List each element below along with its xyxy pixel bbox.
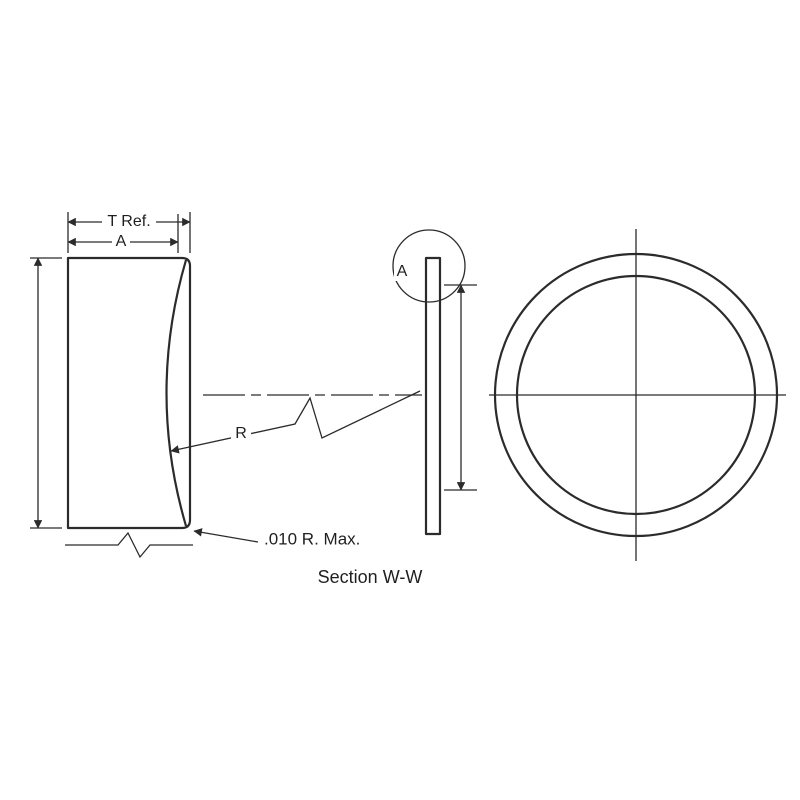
a-label-mask: [112, 233, 130, 251]
concave-surface-arc: [165, 259, 188, 527]
a-dimension-label: A: [116, 233, 127, 250]
outer-circle: [493, 252, 779, 538]
t-ref-label: T Ref.: [107, 213, 150, 230]
corner-radius-note: .010 R. Max.: [264, 529, 360, 548]
detail-a-label: A: [397, 263, 408, 280]
section-view-left: T Ref. A R .010 R. Max.: [30, 212, 421, 559]
detail-callout-circle: [392, 229, 466, 303]
radius-label-mask: [231, 425, 251, 445]
broken-dimension-line: [65, 531, 193, 559]
section-title: Section W-W: [318, 567, 423, 587]
edge-view-rect: [424, 256, 442, 536]
section-outline: [66, 256, 192, 530]
inner-circle: [515, 274, 757, 516]
radius-label: R: [235, 425, 247, 442]
corner-radius-leader: [193, 528, 259, 543]
front-view-right: [489, 229, 786, 561]
detail-a-label-mask: [394, 263, 411, 281]
radius-leader-line: [170, 390, 421, 454]
t-ref-label-mask: [102, 212, 156, 231]
edge-view-middle: A: [392, 229, 477, 536]
